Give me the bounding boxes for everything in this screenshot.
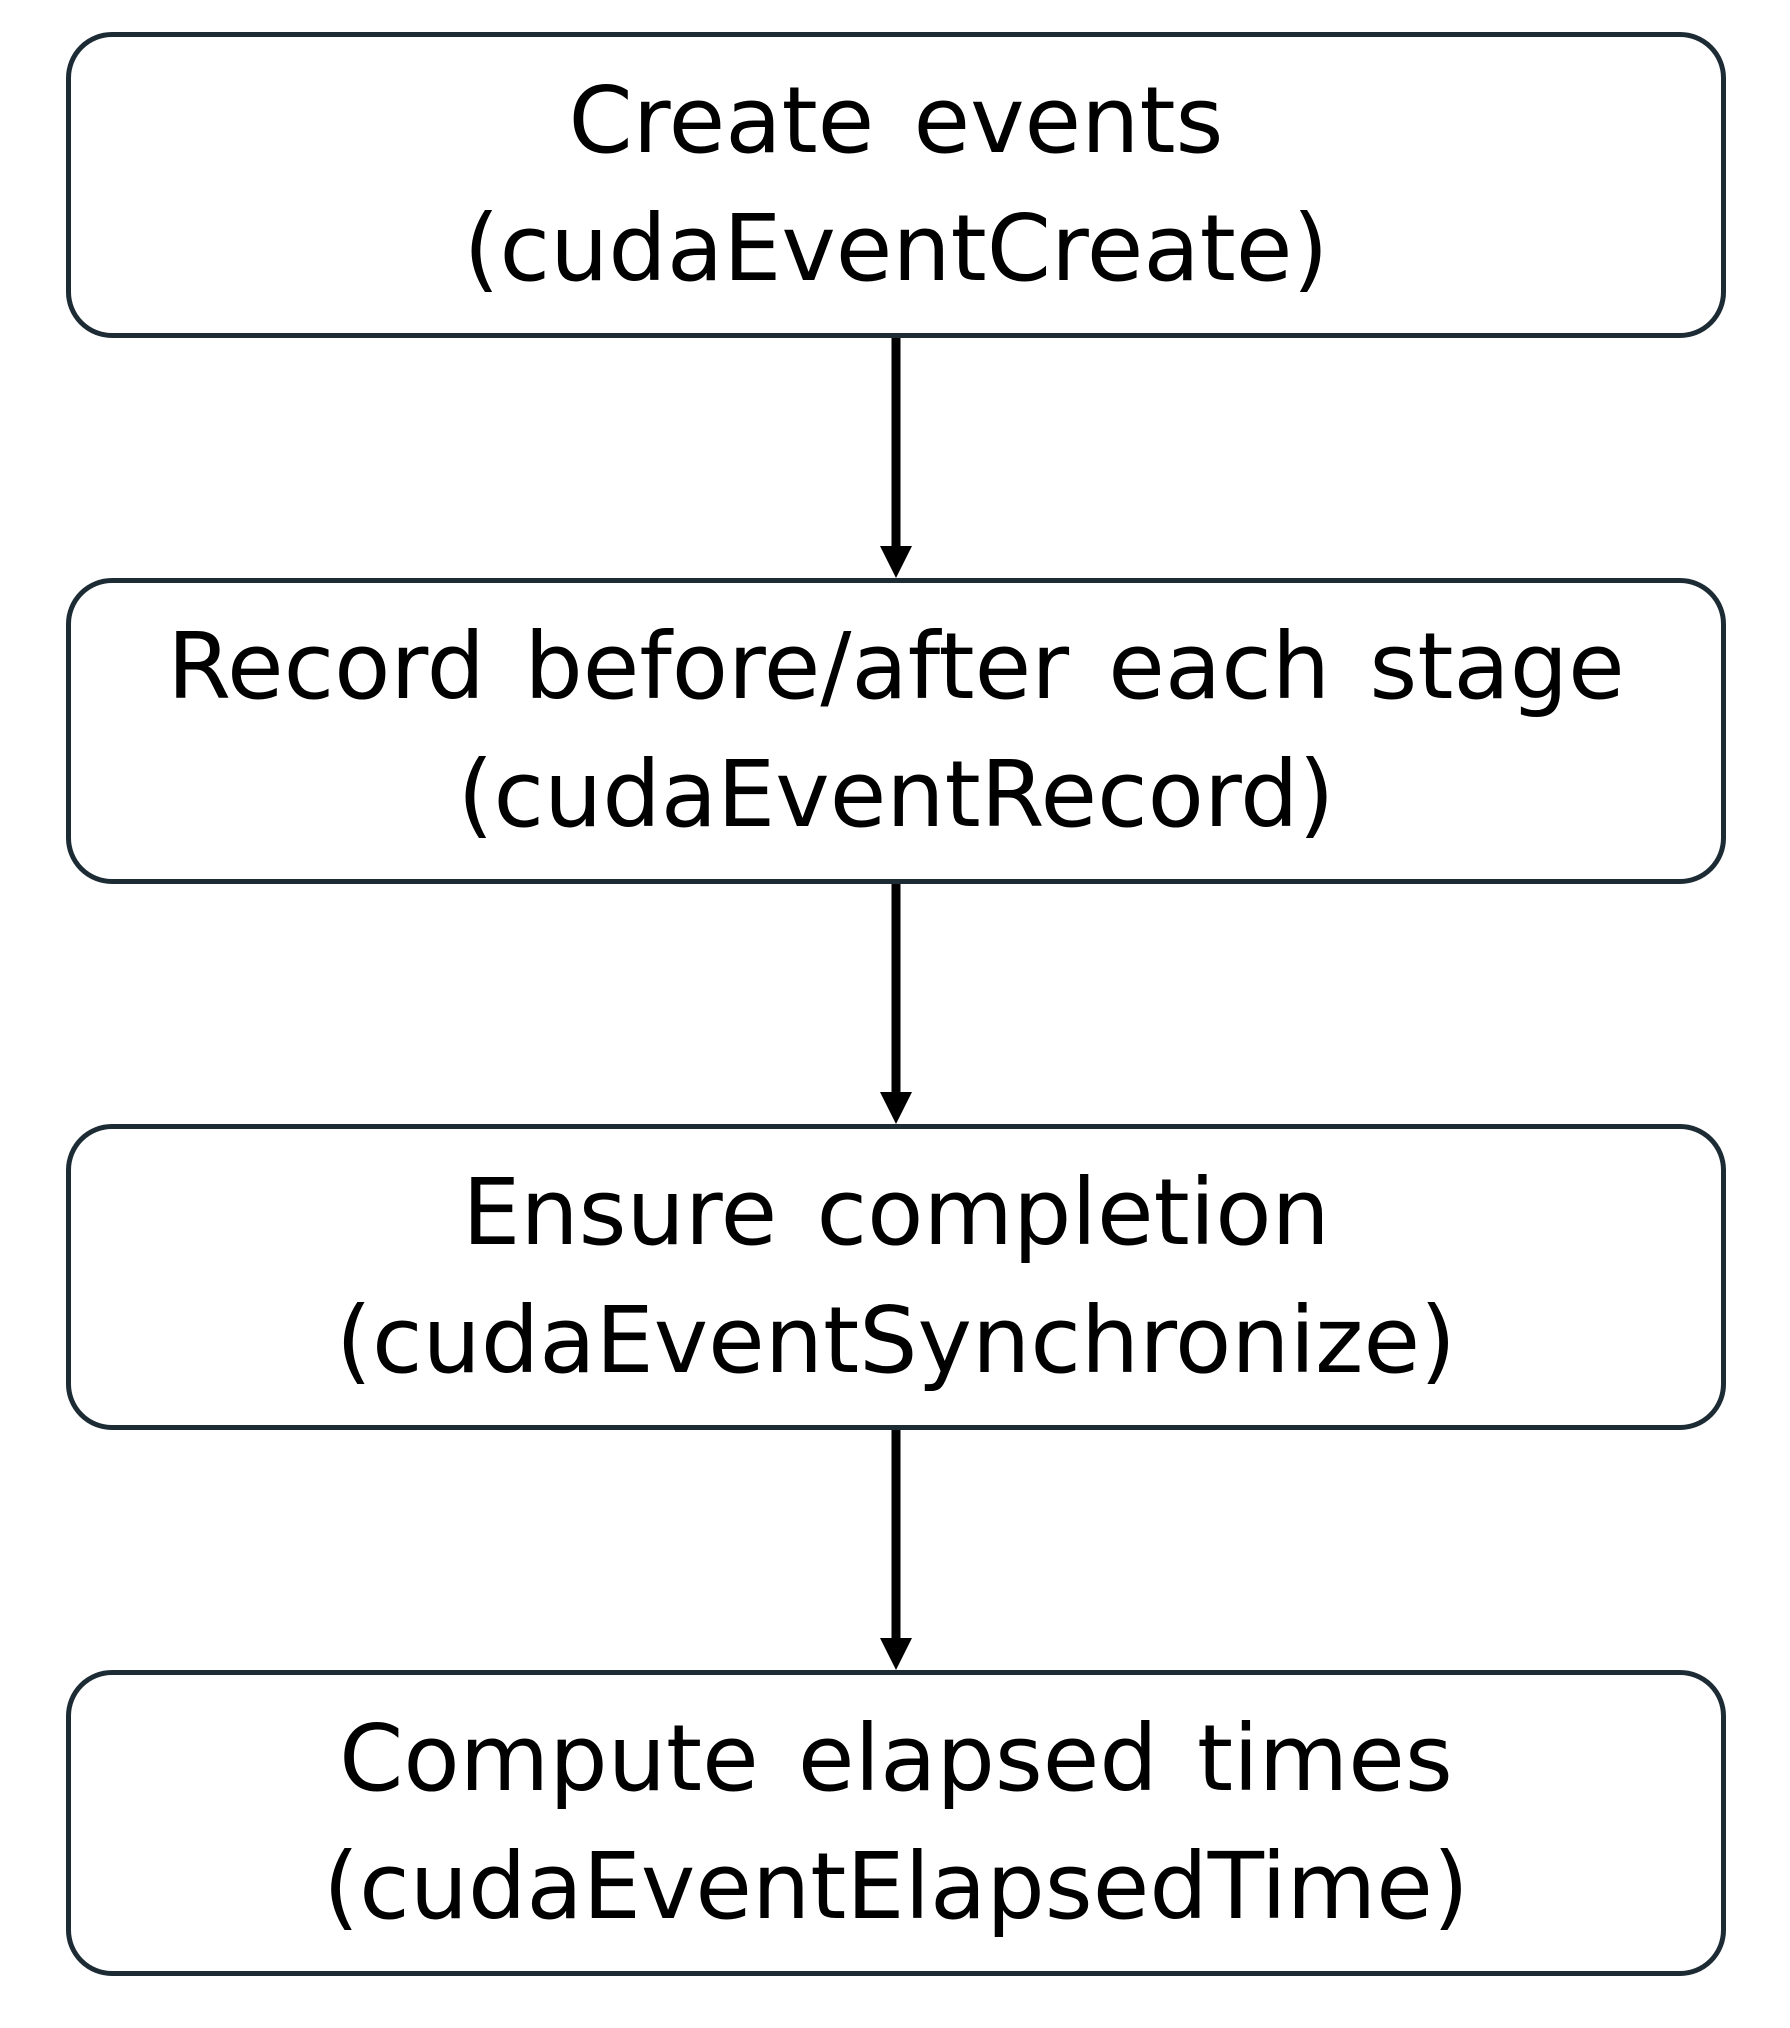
arrow-3 xyxy=(880,1430,912,1670)
step-title: Record before/after each stage xyxy=(167,613,1625,720)
step-api-call: (cudaEventCreate) xyxy=(463,195,1329,302)
arrow-1 xyxy=(880,338,912,578)
step-api-call: (cudaEventElapsedTime) xyxy=(323,1833,1469,1940)
step-api-call: (cudaEventSynchronize) xyxy=(336,1287,1456,1394)
step-create-events: Create events (cudaEventCreate) xyxy=(66,32,1726,338)
step-ensure-completion: Ensure completion (cudaEventSynchronize) xyxy=(66,1124,1726,1430)
step-compute-elapsed: Compute elapsed times (cudaEventElapsedT… xyxy=(66,1670,1726,1976)
step-title: Compute elapsed times xyxy=(339,1705,1453,1812)
step-api-call: (cudaEventRecord) xyxy=(457,741,1335,848)
step-title: Ensure completion xyxy=(462,1159,1330,1266)
step-record-events: Record before/after each stage (cudaEven… xyxy=(66,578,1726,884)
arrow-2 xyxy=(880,884,912,1124)
step-title: Create events xyxy=(568,67,1224,174)
